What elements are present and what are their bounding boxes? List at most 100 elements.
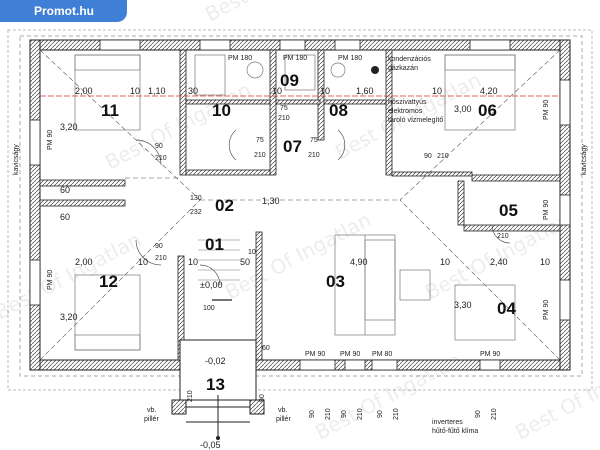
level-main: ±0,00: [200, 280, 222, 290]
room-08: 08: [329, 101, 348, 120]
dimension-label: 3,20: [60, 122, 78, 132]
door-dim: 210: [437, 153, 449, 160]
opening-label: PM 90: [543, 100, 550, 120]
opening-labels: PM 180 PM 180 PM 180 PM 90 PM 90 PM 90 P…: [47, 55, 550, 358]
dimension-label: 10: [188, 257, 198, 267]
pillar-note: vb.: [147, 407, 156, 414]
roof-lines: [39, 49, 561, 361]
door-dim: 90: [259, 394, 266, 402]
watermark: Best Of Ingatlan: [221, 207, 375, 304]
dimension-label: 4,20: [480, 86, 498, 96]
door-dim: 90: [309, 410, 316, 418]
heat-pump-note: elektromos: [388, 108, 423, 115]
door-dim: 232: [190, 209, 202, 216]
heat-pump-note: hőszivattyús: [388, 99, 427, 106]
dimension-label: 3,30: [454, 300, 472, 310]
dimension-label: 10: [540, 257, 550, 267]
room-12: 12: [99, 272, 118, 291]
furniture: [74, 54, 516, 351]
windows: [29, 39, 571, 371]
dimension-label: 10: [440, 257, 450, 267]
dimension-label: 1,10: [148, 86, 166, 96]
dimension-label: 10: [320, 86, 330, 96]
entry-porch: [171, 339, 265, 440]
pillar-note: pillér: [276, 416, 291, 423]
dimension-label: 60: [60, 185, 70, 195]
boiler-symbol: [371, 66, 379, 74]
door-dimensions: 75 210 75 210 75 210 90 210 130 232 90 2…: [155, 105, 509, 420]
dimensions: 2,00 10 1,10 30 10 10 1,60 4,20 3,20 60 …: [60, 86, 550, 322]
opening-label: PM 90: [305, 351, 325, 358]
door-dim: 210: [497, 233, 509, 240]
room-07: 07: [283, 137, 302, 156]
dimension-label: 1,30: [262, 196, 280, 206]
gas-boiler-note: gázkazán: [388, 65, 418, 72]
door-dim: 90: [341, 410, 348, 418]
doors: [135, 129, 511, 286]
watermark: Best Of Ingatlan: [421, 207, 575, 304]
door-dim: 75: [280, 105, 288, 112]
door-dim: 60: [262, 345, 270, 352]
door-dim: 210: [155, 255, 167, 262]
door-dim: 90: [155, 243, 163, 250]
level-outside: -0,05: [200, 440, 221, 450]
door-dim: 210: [393, 408, 400, 420]
dimension-label: 10: [272, 86, 282, 96]
opening-label: PM 90: [543, 200, 550, 220]
room-09: 09: [280, 71, 299, 90]
dimension-label: 3,00: [454, 104, 472, 114]
gravel-note: kavicságy: [581, 144, 588, 175]
dimension-label: 2,40: [490, 257, 508, 267]
watermark: Best Of Ingatlan: [0, 227, 145, 324]
opening-label: PM 90: [480, 351, 500, 358]
dimension-label: 2,00: [75, 257, 93, 267]
eaves-line: [19, 35, 583, 377]
opening-label: PM 80: [372, 351, 392, 358]
room-13: 13: [206, 375, 225, 394]
site-boundary: [7, 29, 593, 391]
door-dim: 90: [424, 153, 432, 160]
gravel-note: kavicságy: [13, 144, 20, 175]
gas-boiler-note: kondenzációs: [388, 56, 431, 63]
level-entry: -0,02: [205, 356, 226, 366]
door-dim: 130: [190, 195, 202, 202]
opening-label: PM 90: [340, 351, 360, 358]
interior-walls: [39, 49, 561, 361]
opening-label: PM 180: [228, 55, 252, 62]
opening-label: PM 90: [543, 300, 550, 320]
site-badge[interactable]: Promot.hu: [0, 0, 127, 22]
room-03: 03: [326, 272, 345, 291]
door-dim: 210: [308, 152, 320, 159]
dimension-label: 60: [60, 212, 70, 222]
levels: ±0,00 -0,02 -0,05: [200, 280, 226, 450]
door-dim: 210: [155, 155, 167, 162]
door-dim: 210: [278, 115, 290, 122]
door-dim: 75: [310, 137, 318, 144]
room-05: 05: [499, 201, 518, 220]
dimension-label: 10: [138, 257, 148, 267]
pillar-note: pillér: [144, 416, 159, 423]
dimension-label: 2,00: [75, 86, 93, 96]
room-labels: 11 10 09 08 06 07 02 05 01 12 03 04 13: [99, 71, 518, 394]
dimension-label: 1,60: [356, 86, 374, 96]
dimension-label: 10: [432, 86, 442, 96]
door-dim: 10: [248, 249, 256, 256]
room-06: 06: [478, 101, 497, 120]
ac-note: hűtő-fűtő klíma: [432, 428, 478, 435]
dimension-label: 10: [130, 86, 140, 96]
opening-label: PM 180: [283, 55, 307, 62]
dimension-label: 30: [188, 86, 198, 96]
watermark: Best Of Ingatlan: [101, 77, 255, 174]
pillar-note: vb.: [278, 407, 287, 414]
watermark: Best Of Ingatlan: [201, 0, 355, 26]
door-dim: 210: [254, 152, 266, 159]
door-dim: 210: [491, 408, 498, 420]
dimension-label: 50: [240, 257, 250, 267]
door-dim: 210: [357, 408, 364, 420]
door-dim: 90: [475, 410, 482, 418]
opening-label: PM 90: [47, 130, 54, 150]
ac-note: inverteres: [432, 419, 463, 426]
opening-label: PM 90: [47, 270, 54, 290]
